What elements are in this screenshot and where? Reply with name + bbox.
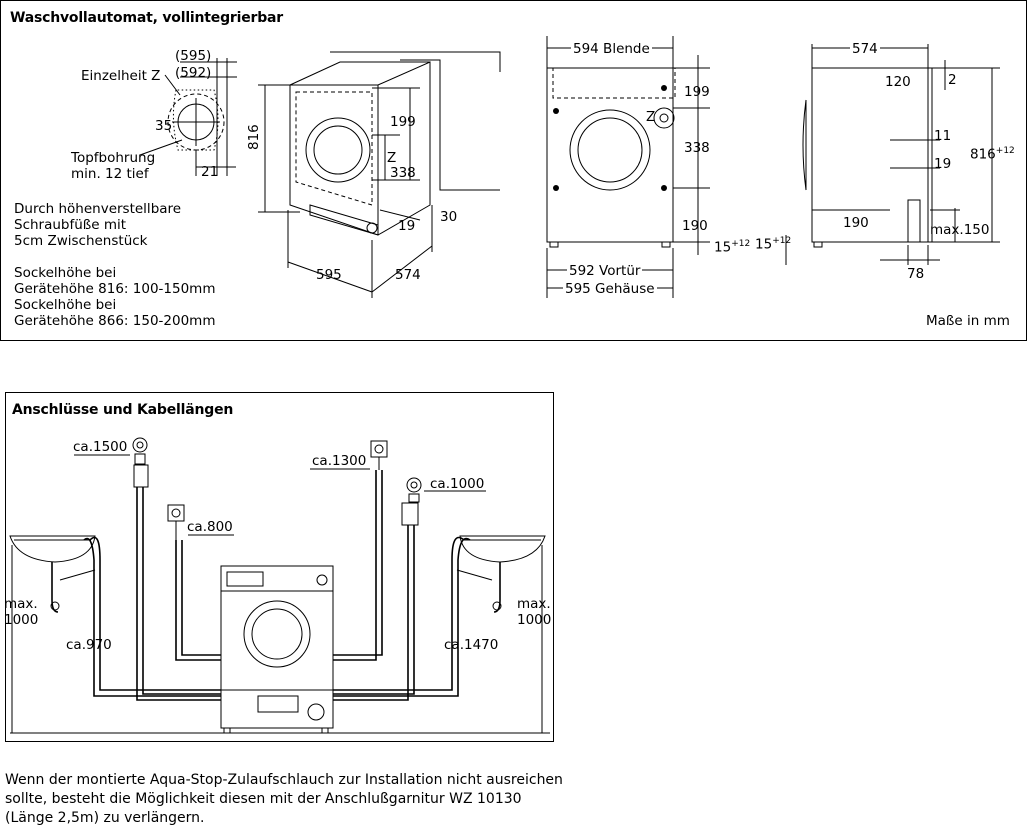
footer-line-1: Wenn der montierte Aqua-Stop-Zulaufschla… xyxy=(5,772,563,788)
isometric-drawing xyxy=(258,51,501,298)
dim-592-label: (592) xyxy=(175,65,212,81)
front-blende-label: 594 Blende xyxy=(571,41,652,57)
side-dim-19: 19 xyxy=(934,156,952,172)
dim-595-label: (595) xyxy=(175,48,212,64)
front-gehaeuse-label: 595 Gehäuse xyxy=(563,281,657,297)
iso-z-label: Z xyxy=(387,150,397,166)
drill-label-1: Topfbohrung xyxy=(71,150,156,166)
side-max-150: max.150 xyxy=(930,222,990,238)
iso-depth-574: 574 xyxy=(395,267,421,283)
dimension-drawings xyxy=(139,36,1000,298)
side-dim-11: 11 xyxy=(934,128,952,144)
note-3: 5cm Zwischenstück xyxy=(14,233,148,249)
iso-dim-30: 30 xyxy=(440,209,458,225)
side-dim-15-value: 15 xyxy=(755,236,773,253)
side-height-816-tolerance: +12 xyxy=(995,146,1015,156)
left-plug-drawing xyxy=(167,504,221,661)
label-max-right-2: 1000 xyxy=(517,612,552,628)
side-dim-2: 2 xyxy=(948,72,957,88)
iso-dim-19: 19 xyxy=(398,218,416,234)
label-ca800: ca.800 xyxy=(187,519,233,535)
iso-width-595: 595 xyxy=(316,267,342,283)
iso-dim-199: 199 xyxy=(390,114,416,130)
front-dim-15-value: 15 xyxy=(714,239,732,256)
front-dim-190: 190 xyxy=(682,218,708,234)
drill-label-2: min. 12 tief xyxy=(71,166,149,182)
label-ca1000: ca.1000 xyxy=(430,476,485,492)
detail-z-drawing xyxy=(139,58,237,176)
dim-35-label: 35 xyxy=(155,118,173,134)
side-dim-120: 120 xyxy=(885,74,911,90)
units-label: Maße in mm xyxy=(926,313,1010,329)
note-8: Gerätehöhe 866: 150-200mm xyxy=(14,313,216,329)
iso-dim-338: 338 xyxy=(390,165,416,181)
front-dim-15: 15+12 xyxy=(714,236,750,256)
side-dim-190: 190 xyxy=(843,215,869,231)
machine-drawing xyxy=(220,565,334,734)
hinge-markers xyxy=(553,85,667,191)
side-dim-15: 15+12 xyxy=(755,233,791,253)
dimensions-panel-title: Waschvollautomat, vollintegrierbar xyxy=(10,10,283,26)
note-1: Durch höhenverstellbare xyxy=(14,201,182,217)
front-dim-338: 338 xyxy=(684,140,710,156)
side-height-816-value: 816 xyxy=(970,146,996,163)
label-max-right-1: max. xyxy=(517,596,551,612)
label-ca1500: ca.1500 xyxy=(73,439,128,455)
right-plug-drawing xyxy=(333,440,388,661)
note-6: Gerätehöhe 816: 100-150mm xyxy=(14,281,216,297)
front-view-drawing xyxy=(546,36,710,298)
left-sink-drawing xyxy=(9,535,96,613)
front-dim-199: 199 xyxy=(684,84,710,100)
label-max-left-2: 1000 xyxy=(4,612,39,628)
front-z-label: Z xyxy=(646,109,656,125)
footer-line-3: (Länge 2,5m) zu verlängern. xyxy=(5,810,205,826)
connections-panel: Anschlüsse und Kabellängen xyxy=(5,392,554,742)
side-depth-574: 574 xyxy=(850,41,880,57)
right-sink-drawing xyxy=(459,535,546,613)
note-5: Sockelhöhe bei xyxy=(14,265,117,281)
label-ca1300: ca.1300 xyxy=(312,453,367,469)
label-ca970: ca.970 xyxy=(66,637,112,653)
right-inlet-drawing xyxy=(333,477,422,701)
footer-note: Wenn der montierte Aqua-Stop-Zulaufschla… xyxy=(5,771,563,828)
front-dim-15-tolerance: +12 xyxy=(731,239,751,249)
label-ca1470: ca.1470 xyxy=(444,637,499,653)
label-max-left-1: max. xyxy=(4,596,38,612)
front-vortuer-label: 592 Vortür xyxy=(567,263,643,279)
note-2: Schraubfüße mit xyxy=(14,217,127,233)
side-dim-78: 78 xyxy=(907,266,925,282)
detail-z-label: Einzelheit Z xyxy=(81,68,161,84)
side-height-816: 816+12 xyxy=(970,143,1015,163)
left-inlet-drawing xyxy=(132,437,221,701)
connections-panel-title: Anschlüsse und Kabellängen xyxy=(12,402,234,418)
dim-21-label: 21 xyxy=(201,164,219,180)
footer-line-2: sollte, besteht die Möglichkeit diesen m… xyxy=(5,791,522,807)
note-7: Sockelhöhe bei xyxy=(14,297,117,313)
side-dim-15-tolerance: +12 xyxy=(772,236,792,246)
